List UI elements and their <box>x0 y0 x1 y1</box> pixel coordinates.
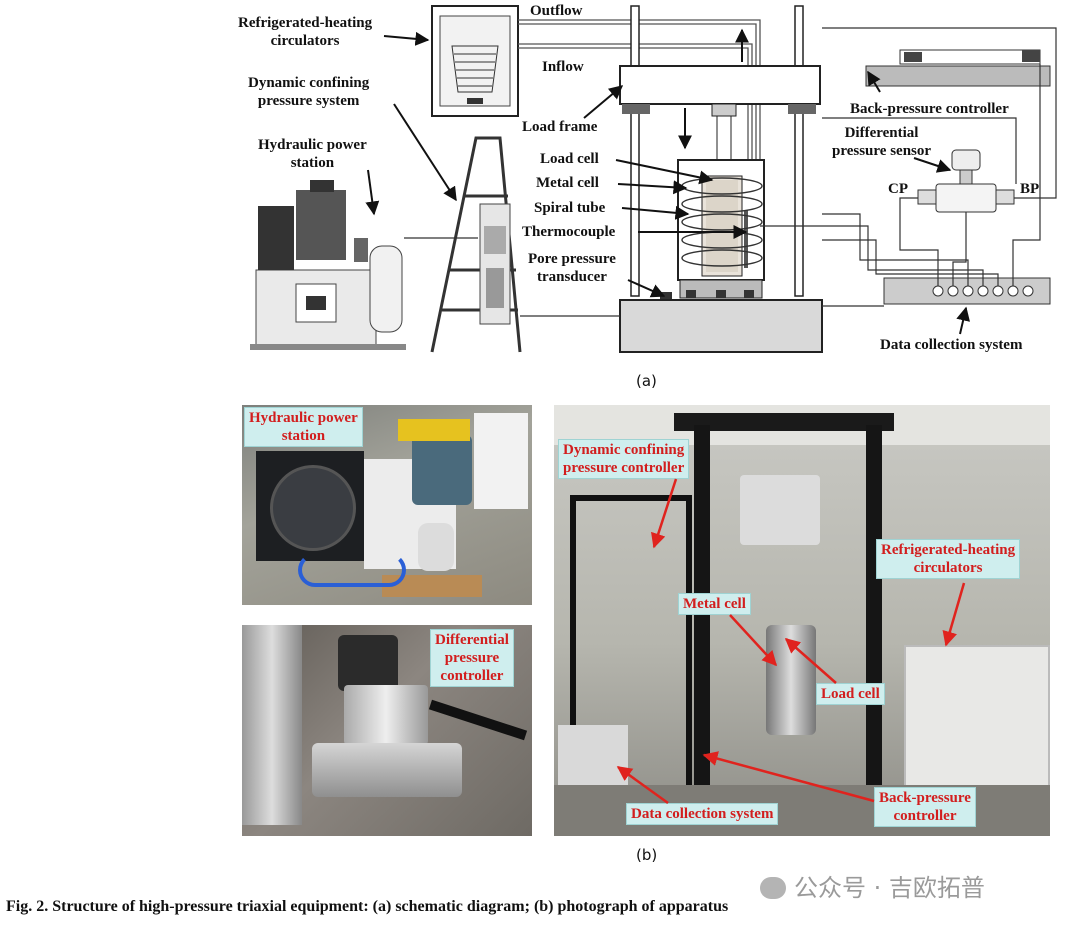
photo-frame-right-column <box>866 425 882 825</box>
dynamic-pressure-frame <box>430 136 522 353</box>
photo-white-box <box>474 413 528 509</box>
photo-frame-left-column <box>694 425 710 825</box>
photo-wooden-pallet <box>382 575 482 597</box>
photo-load-head <box>740 475 820 545</box>
flow-pipes <box>518 19 761 160</box>
tag-metal-cell: Metal cell <box>678 593 751 615</box>
sublabel-a: (a) <box>636 372 657 390</box>
photo-fan-grille <box>270 465 356 551</box>
photo-motor <box>412 435 472 505</box>
watermark: 公众号 · 吉欧拓普 <box>760 868 985 903</box>
label-metal-cell: Metal cell <box>536 175 599 191</box>
label-spiral-tube: Spiral tube <box>534 200 606 216</box>
differential-sensor <box>917 149 1015 213</box>
label-inflow: Inflow <box>542 59 584 75</box>
signal-wires <box>404 27 1057 317</box>
load-frame <box>619 5 821 297</box>
circulator-unit <box>431 5 519 117</box>
tag-load-cell: Load cell <box>816 683 885 705</box>
photo-black-cable <box>428 699 528 741</box>
label-thermocouple: Thermocouple <box>522 224 616 240</box>
label-load-frame: Load frame <box>522 119 598 135</box>
photo-black-rack <box>570 495 692 801</box>
label-bp: BP <box>1020 181 1040 197</box>
callout-arrows <box>365 31 970 335</box>
photo-manifold <box>312 743 462 797</box>
photo-red-arrows <box>616 478 966 805</box>
hydraulic-station <box>250 180 406 350</box>
sublabel-b: (b) <box>636 846 658 864</box>
label-cp: CP <box>888 181 908 197</box>
photo-accumulator <box>418 523 454 571</box>
metal-cell <box>660 159 765 300</box>
photo-blue-hose <box>298 553 406 587</box>
label-outflow: Outflow <box>530 3 583 19</box>
photo-frame-beam <box>674 413 894 431</box>
photo-sensor-top <box>338 635 398 691</box>
tag-data-collection-system: Data collection system <box>626 803 779 825</box>
photo-yellow-panel <box>398 419 470 441</box>
photo-sensor-body <box>344 685 428 745</box>
watermark-text: 公众号 · 吉欧拓普 <box>794 874 985 902</box>
label-back-pressure-controller: Back-pressure controller <box>850 101 1009 117</box>
frame-base <box>619 299 823 353</box>
label-data-collection-system: Data collection system <box>880 337 1023 353</box>
wechat-icon <box>760 877 786 899</box>
label-load-cell: Load cell <box>540 151 599 167</box>
photo-steel-cylinder <box>242 625 302 825</box>
data-collection-unit <box>883 277 1051 305</box>
figure-caption: Fig. 2. Structure of high-pressure triax… <box>6 898 729 915</box>
back-pressure-unit <box>865 49 1051 87</box>
schematic-diagram <box>250 5 1057 353</box>
